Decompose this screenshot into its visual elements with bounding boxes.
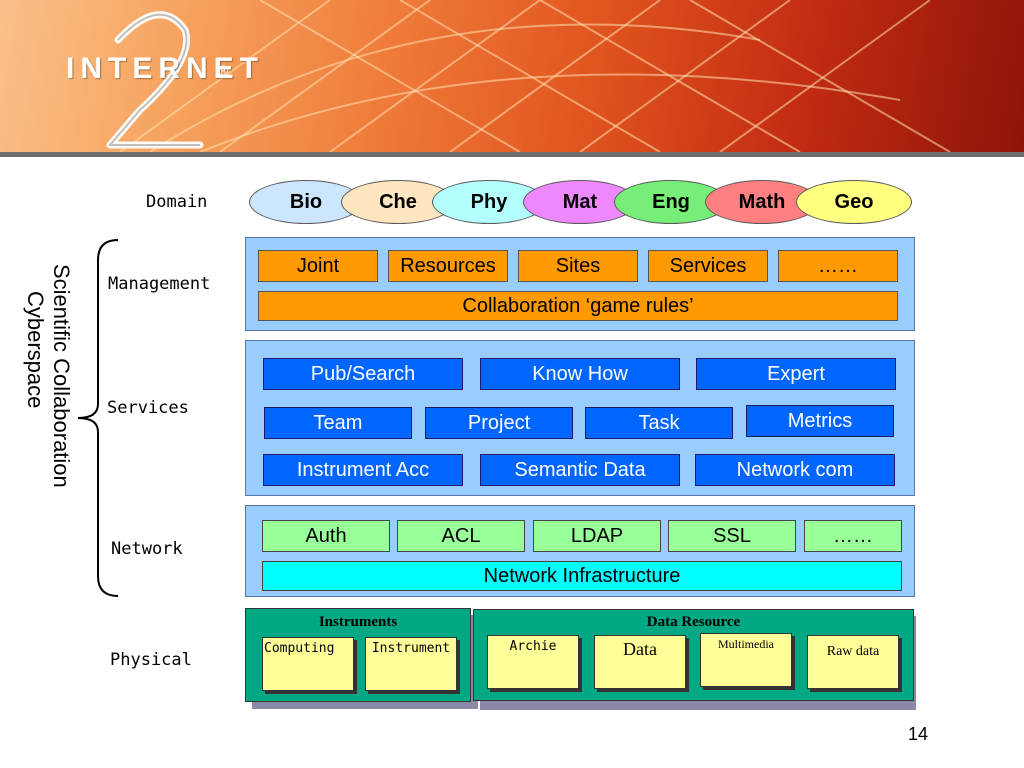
net-more[interactable]: …… <box>804 520 902 552</box>
net-ssl[interactable]: SSL <box>668 520 796 552</box>
svc-expert[interactable]: Expert <box>696 358 896 390</box>
label-network: Network <box>111 539 183 559</box>
phys-raw-data[interactable]: Raw data <box>807 635 899 689</box>
net-acl[interactable]: ACL <box>397 520 525 552</box>
label-services: Services <box>107 398 189 418</box>
cyberspace-line2: Cyberspace <box>23 291 48 408</box>
svc-semantic-data[interactable]: Semantic Data <box>480 454 680 486</box>
svg-text:Scientific Collaboration C: Scientific Collaboration Cyberspace <box>23 264 74 494</box>
domain-che[interactable]: Che <box>341 180 455 224</box>
cyberspace-line1: Scientific Collaboration <box>49 264 74 488</box>
domain-che-label: Che <box>379 190 417 213</box>
svc-instrument-acc[interactable]: Instrument Acc <box>263 454 463 486</box>
svc-pub-search[interactable]: Pub/Search <box>263 358 463 390</box>
domain-bio-label: Bio <box>289 190 323 213</box>
domain-geo[interactable]: Geo <box>796 180 912 224</box>
phys-multimedia[interactable]: Multimedia <box>700 633 792 687</box>
svc-project[interactable]: Project <box>425 407 573 439</box>
banner-grid-lines <box>106 0 951 152</box>
phys-instrument[interactable]: Instrument <box>365 637 457 691</box>
header-banner: INTERNET ® <box>0 0 1024 152</box>
logo-text: INTERNET <box>66 52 264 85</box>
mgmt-services[interactable]: Services <box>648 250 768 282</box>
domain-math[interactable]: Math <box>705 180 819 224</box>
banner-divider <box>0 152 1024 157</box>
domain-math-label: Math <box>738 190 786 213</box>
net-ldap[interactable]: LDAP <box>533 520 661 552</box>
cyberspace-label: Scientific Collaboration Cyberspace <box>23 264 74 494</box>
instruments-title: Instruments <box>318 614 398 630</box>
curly-brace <box>77 239 119 597</box>
label-management: Management <box>108 274 211 294</box>
mgmt-joint[interactable]: Joint <box>258 250 378 282</box>
page-number: 14 <box>908 724 929 744</box>
mgmt-more[interactable]: …… <box>778 250 898 282</box>
phys-archie[interactable]: Archie <box>487 635 579 689</box>
mgmt-game-rules[interactable]: Collaboration ‘game rules’ <box>258 291 898 321</box>
svc-network-com[interactable]: Network com <box>695 454 895 486</box>
domain-phy-label: Phy <box>470 190 508 213</box>
label-physical: Physical <box>110 650 192 670</box>
registered-mark: ® <box>218 62 229 78</box>
mgmt-resources[interactable]: Resources <box>388 250 508 282</box>
phys-computing[interactable]: Computing <box>262 637 354 691</box>
svc-team[interactable]: Team <box>264 407 412 439</box>
phys-data[interactable]: Data <box>594 635 686 689</box>
data-resource-title: Data Resource <box>646 614 741 630</box>
mgmt-sites[interactable]: Sites <box>518 250 638 282</box>
svc-task[interactable]: Task <box>585 407 733 439</box>
svc-metrics[interactable]: Metrics <box>746 405 894 437</box>
internet2-logo-icon <box>106 11 204 149</box>
net-auth[interactable]: Auth <box>262 520 390 552</box>
svc-know-how[interactable]: Know How <box>480 358 680 390</box>
label-domain: Domain <box>146 192 208 212</box>
domain-geo-label: Geo <box>834 190 874 213</box>
domain-mat-label: Mat <box>562 190 598 213</box>
domain-bio[interactable]: Bio <box>249 180 363 224</box>
net-infrastructure[interactable]: Network Infrastructure <box>262 561 902 591</box>
domain-eng-label: Eng <box>652 190 690 213</box>
